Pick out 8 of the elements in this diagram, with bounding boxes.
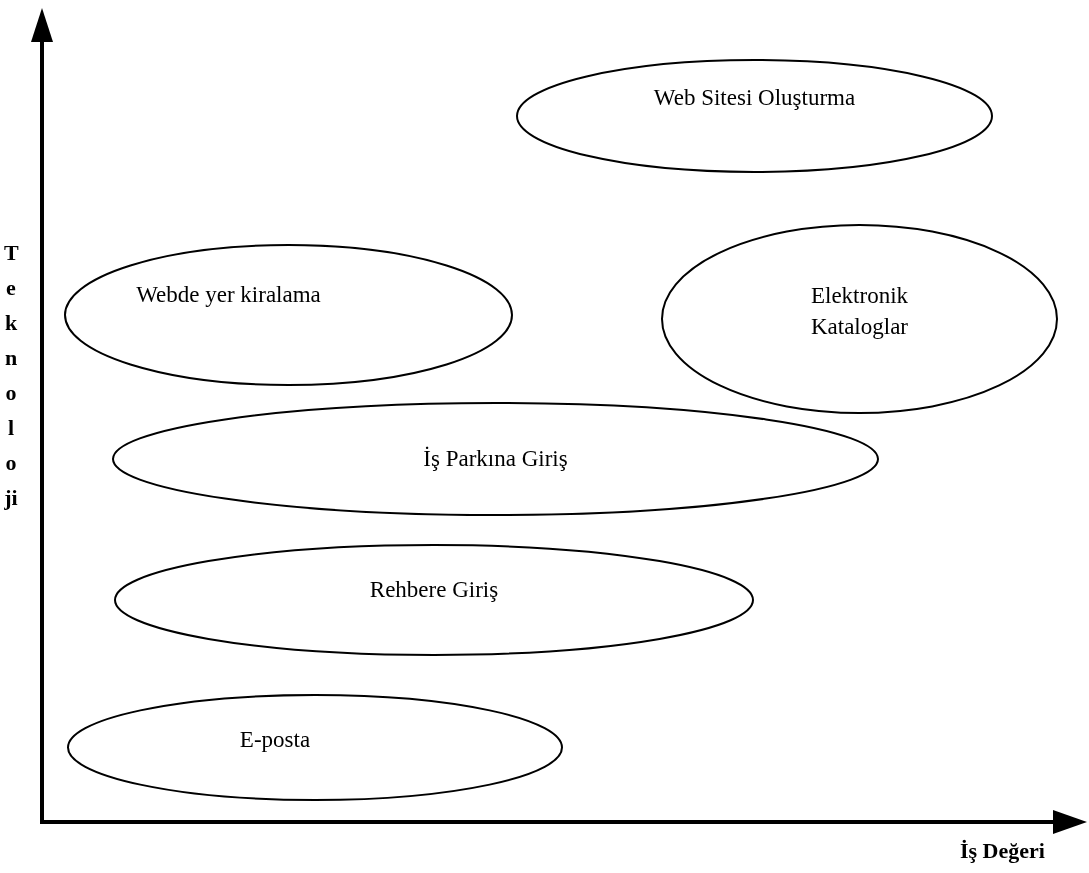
ellipse-label: Web Sitesi Oluşturma xyxy=(653,84,856,113)
ellipse-label: Elektronik Kataloglar xyxy=(809,281,910,341)
ellipse-label: E-posta xyxy=(239,725,311,754)
axis-title: Teknoloji xyxy=(4,239,18,512)
ellipse-label: İş Parkına Giriş xyxy=(423,445,568,474)
ellipse-label: Rehbere Giriş xyxy=(369,576,499,605)
ellipse-label: Webde yer kiralama xyxy=(136,281,321,310)
axis-title: İş Değeri xyxy=(960,838,1045,864)
